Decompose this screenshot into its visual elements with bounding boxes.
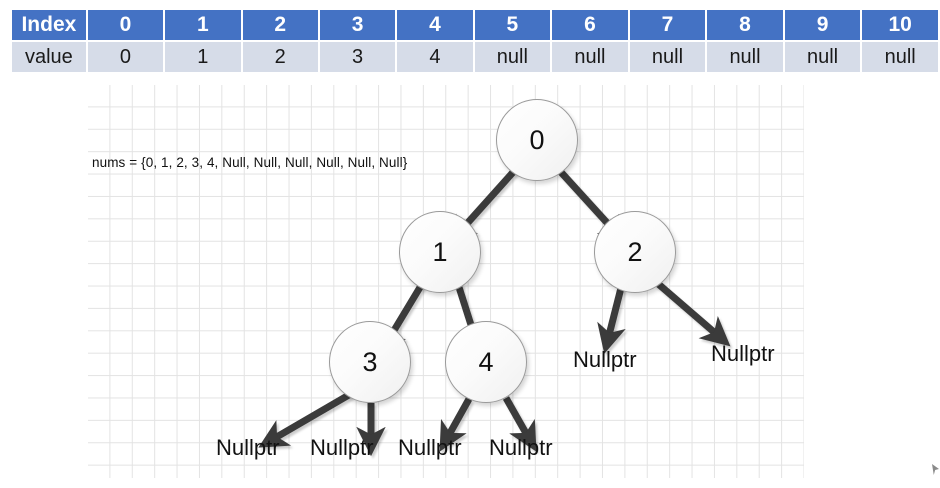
table-value-row: value 0 1 2 3 4 null null null null null…: [12, 42, 938, 72]
value-cell-3: 3: [319, 42, 396, 72]
tree-node-root-label: 0: [529, 124, 545, 155]
value-cell-4: 4: [397, 42, 473, 72]
array-index-table: Index 0 1 2 3 4 5 6 7 8 9 10 value 0 1 2…: [10, 8, 940, 74]
header-label-index: Index: [12, 10, 86, 40]
edge-3-to-null-left: [258, 388, 356, 448]
edge-2-to-null-left: [597, 283, 626, 354]
tree-node-4-label: 4: [478, 346, 494, 377]
tree-node-3[interactable]: 3: [329, 321, 411, 403]
tree-node-2-label: 2: [627, 236, 643, 267]
cursor-pointer-icon: [932, 464, 939, 475]
nullptr-label-4-right: Nullptr: [489, 435, 553, 460]
header-index-5: 5: [474, 10, 551, 40]
header-index-10: 10: [862, 10, 938, 40]
tree-node-root[interactable]: 0: [496, 99, 578, 181]
value-cell-5: null: [474, 42, 551, 72]
nums-array-annotation: nums = {0, 1, 2, 3, 4, Null, Null, Null,…: [92, 155, 408, 170]
tree-node-1-label: 1: [432, 236, 448, 267]
header-index-0: 0: [87, 10, 164, 40]
header-index-8: 8: [707, 10, 783, 40]
nullptr-label-2-left: Nullptr: [573, 347, 637, 372]
header-index-1: 1: [165, 10, 241, 40]
edge-2-to-null-right: [653, 279, 731, 347]
nullptr-label-4-left: Nullptr: [398, 435, 462, 460]
tree-node-1[interactable]: 1: [399, 211, 481, 293]
value-cell-1: 1: [165, 42, 241, 72]
value-label-cell: value: [12, 42, 86, 72]
tree-node-3-label: 3: [362, 346, 378, 377]
header-index-3: 3: [319, 10, 396, 40]
value-cell-9: null: [784, 42, 861, 72]
edge-4-to-null-left: [439, 397, 473, 452]
edge-4-to-null-right: [502, 396, 537, 452]
header-index-2: 2: [242, 10, 318, 40]
value-cell-2: 2: [242, 42, 318, 72]
header-index-4: 4: [397, 10, 473, 40]
nullptr-label-3-left: Nullptr: [216, 435, 280, 460]
value-cell-0: 0: [87, 42, 164, 72]
value-cell-10: null: [862, 42, 938, 72]
header-index-9: 9: [784, 10, 861, 40]
tree-node-4[interactable]: 4: [445, 321, 527, 403]
nullptr-label-2-right: Nullptr: [711, 341, 775, 366]
value-cell-7: null: [629, 42, 706, 72]
table-header-row: Index 0 1 2 3 4 5 6 7 8 9 10: [12, 10, 938, 40]
tree-node-2[interactable]: 2: [594, 211, 676, 293]
value-cell-6: null: [552, 42, 628, 72]
header-index-6: 6: [552, 10, 628, 40]
header-index-7: 7: [629, 10, 706, 40]
nullptr-label-3-right: Nullptr: [310, 435, 374, 460]
value-cell-8: null: [707, 42, 783, 72]
